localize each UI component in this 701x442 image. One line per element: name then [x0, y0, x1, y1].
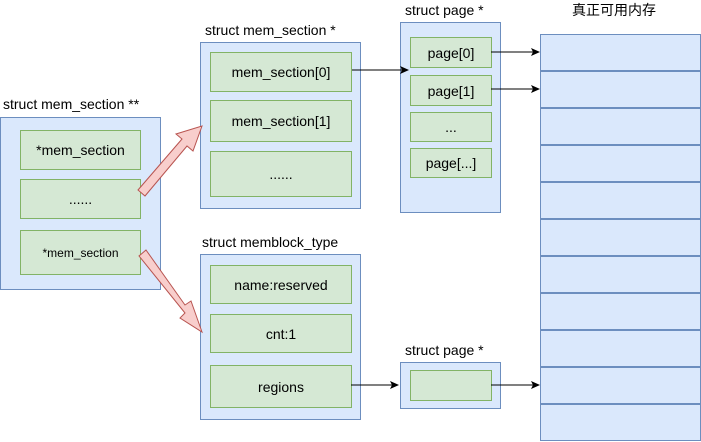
page-cell-2: ...: [410, 112, 492, 142]
page-p-bottom-box: [400, 362, 501, 409]
mem-section-p-cell-0: mem_section[0]: [210, 52, 352, 92]
page-p-top-box: page[0] page[1] ... page[...]: [400, 22, 501, 213]
mem-section-p-cell-2: ......: [210, 151, 352, 197]
real-memory-row: [540, 404, 701, 441]
mem-section-p-title: struct mem_section *: [205, 22, 336, 38]
big-arrow-down: [138, 249, 203, 334]
mem-section-pp-box: *mem_section ...... *mem_section: [0, 117, 161, 290]
memblock-cell-1: cnt:1: [210, 314, 352, 353]
big-arrow-up: [137, 125, 203, 197]
real-memory-row: [540, 108, 701, 145]
real-memory-row: [540, 330, 701, 367]
memblock-type-box: name:reserved cnt:1 regions: [200, 254, 361, 420]
real-memory-row: [540, 293, 701, 330]
mem-section-pp-cell-0: *mem_section: [20, 130, 141, 170]
real-memory-row: [540, 71, 701, 108]
mem-section-p-box: mem_section[0] mem_section[1] ......: [200, 42, 361, 209]
page-cell-1: page[1]: [410, 75, 492, 106]
mem-section-p-cell-1: mem_section[1]: [210, 100, 352, 142]
real-memory-row: [540, 367, 701, 404]
page-cell-0: page[0]: [410, 37, 492, 68]
memblock-type-title: struct memblock_type: [202, 234, 339, 250]
mem-section-pp-cell-2: *mem_section: [20, 230, 141, 275]
page-p-top-title: struct page *: [405, 2, 484, 18]
memblock-cell-2: regions: [210, 365, 352, 408]
real-memory-row: [540, 182, 701, 219]
mem-section-pp-title: struct mem_section **: [3, 96, 140, 112]
mem-section-pp-cell-1: ......: [20, 179, 141, 219]
memblock-cell-0: name:reserved: [210, 265, 352, 304]
real-memory-row: [540, 34, 701, 71]
page-cell-3: page[...]: [410, 148, 492, 178]
real-memory-title: 真正可用内存: [572, 2, 656, 18]
page-p-bottom-title: struct page *: [405, 342, 484, 358]
